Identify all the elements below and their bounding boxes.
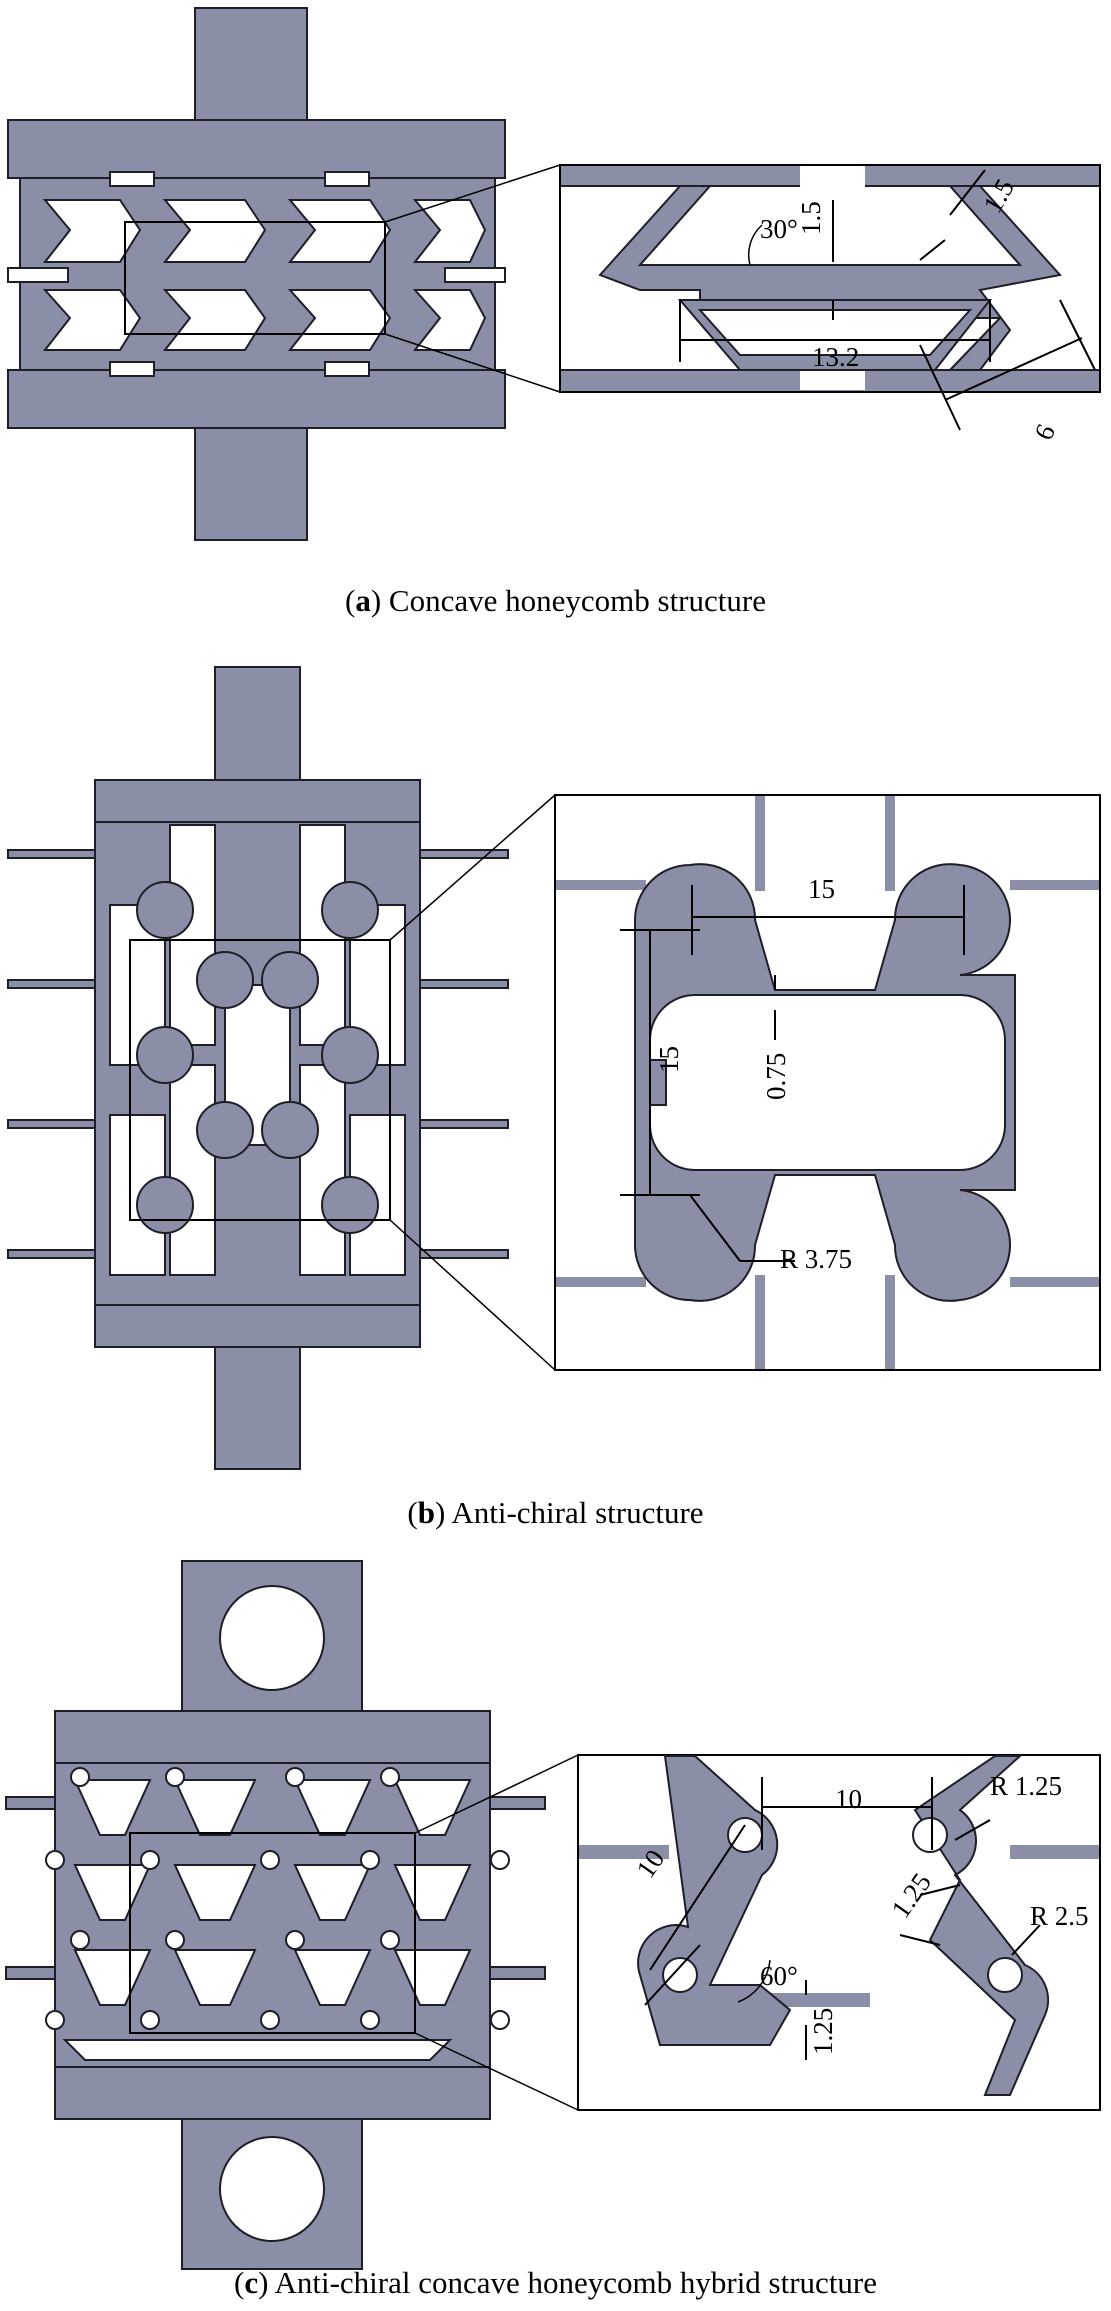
panel-b-detail	[554, 794, 1101, 1371]
panel-a-zoom-region	[124, 221, 386, 335]
panel-a-dim-angle: 30°	[760, 214, 798, 244]
panel-b-dim-radius: R 3.75	[780, 1244, 852, 1274]
panel-b-dimensions	[620, 885, 965, 1262]
panel-a: 1.5 1.5 30° 13.2 6 (a) Concave honeycomb…	[0, 0, 1111, 640]
panel-a-dim-height: 6	[1028, 420, 1061, 445]
panel-c-dimensions	[644, 1777, 1041, 2060]
panel-a-drawing: 1.5 1.5 30° 13.2 6	[7, 7, 1101, 541]
panel-c: 10 R 1.25 10 1.25 R 2.5 60° 1.25 (c) Ant…	[0, 1555, 1111, 2311]
panel-b-drawing: 15 15 0.75 R 3.75	[7, 666, 1101, 1470]
panel-c-detail	[577, 1754, 1101, 2111]
panel-c-caption: (c) Anti-chiral concave honeycomb hybrid…	[233, 2265, 878, 2300]
panel-c-dim-gap: 1.25	[808, 2008, 838, 2055]
panel-b-specimen	[7, 666, 509, 1470]
panel-c-dim-inner-radius: R 1.25	[990, 1771, 1062, 1801]
panel-b-dim-thickness: 0.75	[761, 1053, 791, 1100]
panel-a-dim-gap: 1.5	[796, 201, 826, 235]
panel-a-specimen	[7, 7, 506, 541]
panel-a-detail	[559, 164, 1101, 393]
panel-c-dim-pitch: 10	[835, 1784, 862, 1814]
panel-b-dim-pitch-v: 15	[654, 1046, 684, 1073]
panel-c-drawing: 10 R 1.25 10 1.25 R 2.5 60° 1.25	[5, 1560, 1101, 2270]
panel-c-specimen	[5, 1560, 546, 2270]
panel-b-caption: (b) Anti-chiral structure	[407, 1495, 704, 1530]
panel-b-dim-pitch-h: 15	[808, 874, 835, 904]
panel-c-zoom-region	[129, 1832, 416, 2034]
panel-b-labels: 15 15 0.75 R 3.75	[654, 874, 852, 1274]
panel-a-dimensions	[679, 169, 1096, 431]
panel-a-dim-width: 13.2	[812, 342, 859, 372]
panel-b-zoom-region	[129, 939, 391, 1221]
panel-c-dim-angle: 60°	[760, 1961, 798, 1991]
panel-b: 15 15 0.75 R 3.75 (b) Anti-chiral struct…	[0, 665, 1111, 1565]
panel-c-dim-outer-radius: R 2.5	[1030, 1901, 1089, 1931]
panel-c-labels: 10 R 1.25 10 1.25 R 2.5 60° 1.25	[630, 1771, 1088, 2055]
panel-a-caption: (a) Concave honeycomb structure	[345, 583, 766, 618]
